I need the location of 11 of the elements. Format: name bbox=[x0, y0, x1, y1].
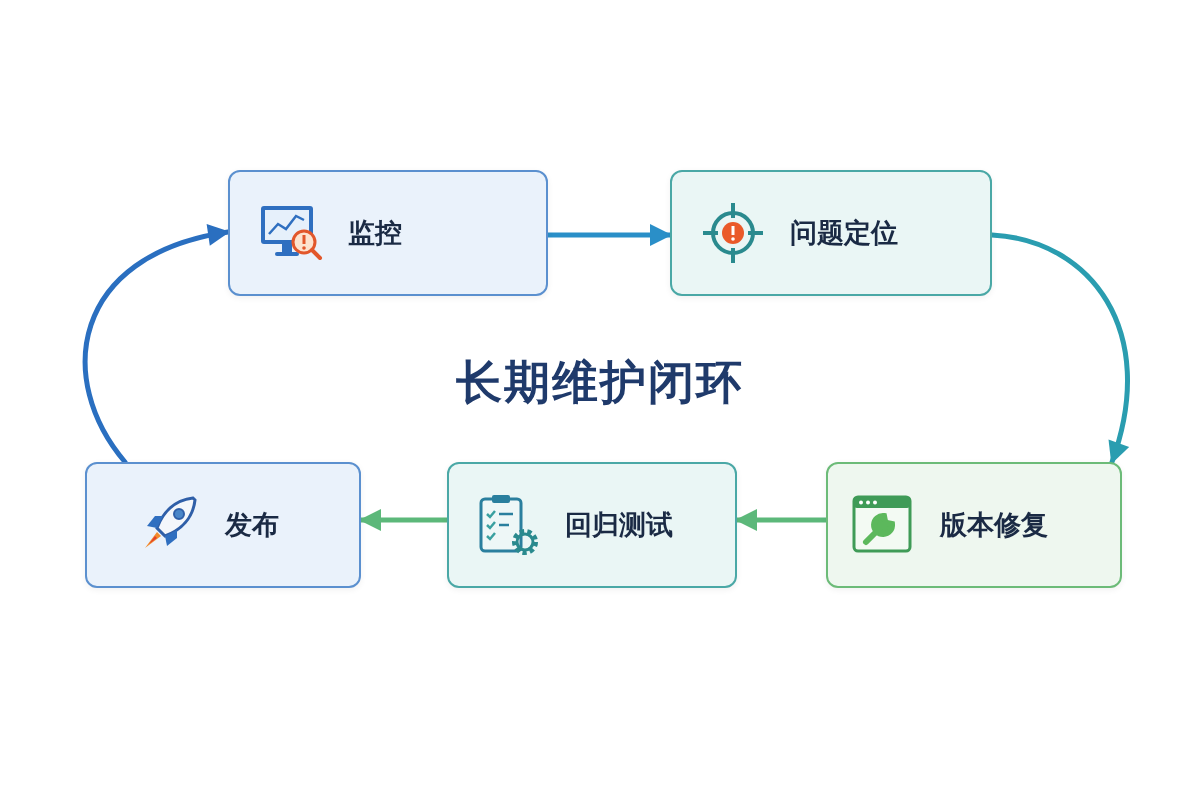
process-box bbox=[228, 170, 548, 296]
step-label: 监控 bbox=[348, 216, 402, 250]
step-label: 版本修复 bbox=[940, 508, 1048, 542]
step-label: 问题定位 bbox=[790, 216, 898, 250]
process-box bbox=[826, 462, 1122, 588]
step-label: 发布 bbox=[225, 508, 279, 542]
step-label: 回归测试 bbox=[565, 508, 673, 542]
process-box bbox=[670, 170, 992, 296]
diagram-title: 长期维护闭环 bbox=[455, 354, 745, 411]
process-box bbox=[447, 462, 737, 588]
process-box bbox=[85, 462, 361, 588]
